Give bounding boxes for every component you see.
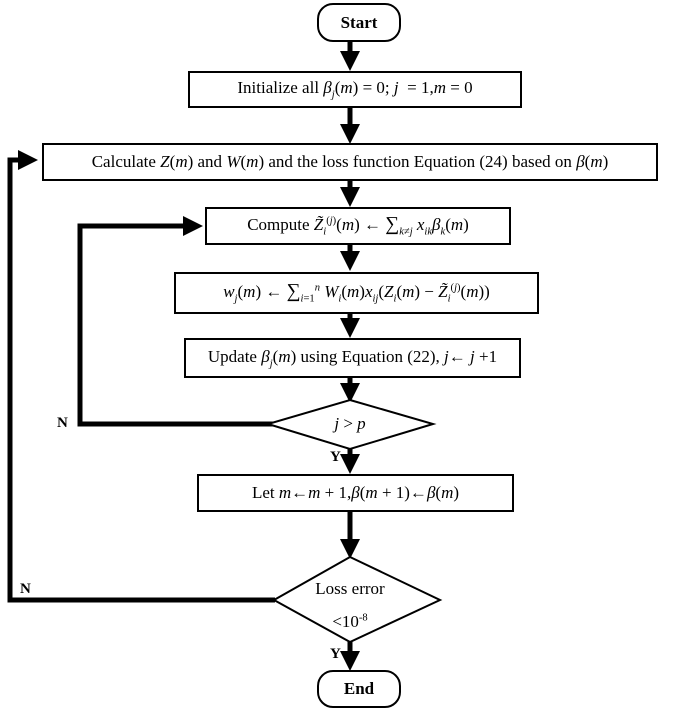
compute-box: Compute Z̃i(j)(m) ← ∑k≠j xikβk(m) <box>205 207 511 245</box>
calculate-text: Calculate Z(m) and W(m) and the loss fun… <box>91 152 609 171</box>
loop-inner-no <box>77 216 285 427</box>
init-box: Initialize all βj(m) = 0; j = 1,m = 0 <box>188 71 522 108</box>
yes-label-1: Y <box>330 449 341 465</box>
start-terminal: Start <box>317 3 401 42</box>
start-label: Start <box>340 12 378 32</box>
decision2-line1: Loss error <box>315 579 385 598</box>
update-box: Update βj(m) using Equation (22), j← j +… <box>184 338 521 378</box>
loop-outer-no <box>7 150 275 603</box>
yes-label-2: Y <box>330 646 341 662</box>
no-label-2: N <box>20 581 31 597</box>
update-text: Update βj(m) using Equation (22), j← j +… <box>207 346 498 370</box>
let-text: Let m←m + 1,β(m + 1)←β(m) <box>251 483 460 502</box>
decision1-diamond <box>264 398 437 451</box>
end-label: End <box>343 679 375 698</box>
calculate-box: Calculate Z(m) and W(m) and the loss fun… <box>42 143 658 181</box>
decision2-line2: <10-8 <box>332 612 368 631</box>
end-terminal: End <box>317 670 401 708</box>
decision1-text: j > p <box>334 414 366 433</box>
w-update-box: wj(m) ← ∑i=1n Wi(m)xij(Zi(m) − Z̃i(j)(m)… <box>174 272 539 314</box>
w-update-text: wj(m) ← ∑i=1n Wi(m)xij(Zi(m) − Z̃i(j)(m)… <box>223 281 490 305</box>
decision2-diamond <box>271 555 443 644</box>
let-box: Let m←m + 1,β(m + 1)←β(m) <box>197 474 514 512</box>
init-text: Initialize all βj(m) = 0; j = 1,m = 0 <box>237 78 473 101</box>
compute-text: Compute Z̃i(j)(m) ← ∑k≠j xikβk(m) <box>247 214 469 238</box>
no-label-1: N <box>57 415 68 431</box>
